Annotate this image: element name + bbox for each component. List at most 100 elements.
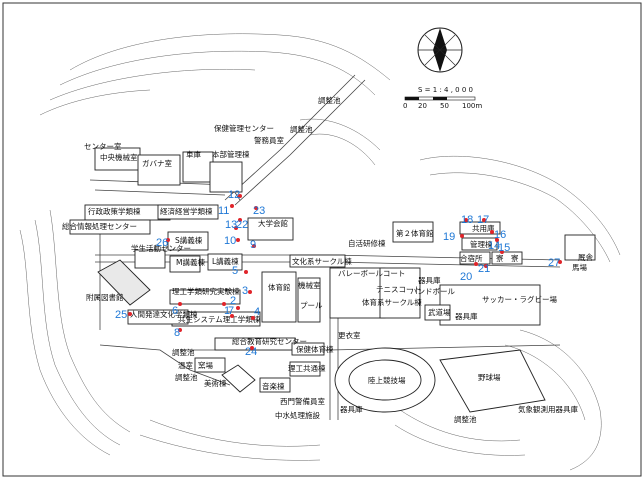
marker-dot — [222, 302, 226, 306]
marker-24[interactable]: 24 — [245, 346, 257, 358]
label-keizai: 経済経営学類棟 — [160, 206, 213, 216]
scale-ratio: S = 1 : 4 , 0 0 0 — [418, 86, 473, 94]
label-bijutsu: 美術棟 — [204, 378, 227, 388]
building-m-kogi — [169, 255, 201, 273]
marker-dot — [490, 230, 494, 234]
marker-dot — [482, 218, 486, 222]
label-hoken: 保健管理センター — [214, 123, 274, 133]
marker-dot — [236, 238, 240, 242]
marker-dot — [238, 218, 242, 222]
marker-8[interactable]: 8 — [174, 327, 180, 339]
scale-bar: S = 1 : 4 , 0 0 0 0 20 50 100m — [403, 86, 482, 110]
marker-dot — [495, 238, 499, 242]
label-taiiku-circle: 体育系サークル棟 — [362, 297, 422, 307]
building-bunka-circle — [289, 254, 346, 268]
marker-5[interactable]: 5 — [232, 265, 238, 277]
label-daigaku-kaikan: 大学会館 — [258, 218, 288, 228]
marker-dot — [484, 264, 488, 268]
label-volleyball: バレーボールコート — [338, 269, 405, 278]
building-bijutsu — [221, 364, 256, 393]
label-s-kogi: S講義棟 — [175, 235, 203, 245]
contour-lines — [19, 33, 621, 471]
building-daigaku-kaikan — [247, 217, 294, 241]
marker-26[interactable]: 26 — [156, 237, 168, 249]
label-rigaku-jikken: 理工学類研究実験棟 — [172, 286, 240, 296]
label-kigu-1: 器具庫 — [418, 275, 441, 285]
building-gabana — [137, 154, 181, 186]
marker-dot — [248, 290, 252, 294]
marker-21[interactable]: 21 — [478, 263, 490, 275]
marker-19[interactable]: 19 — [443, 231, 455, 243]
label-budo: 武道場 — [428, 307, 451, 317]
marker-23[interactable]: 23 — [253, 205, 265, 217]
label-m-kogi: M講義棟 — [176, 257, 205, 267]
label-kanri: 管理棟 — [470, 239, 493, 249]
label-gyosei: 行政政策学類棟 — [88, 206, 141, 216]
building-honbu — [209, 161, 243, 193]
label-nishimon: 西門警備員室 — [280, 396, 325, 406]
building-ningen — [127, 309, 189, 325]
building-pool — [297, 277, 321, 323]
marker-dot — [244, 270, 248, 274]
marker-dot — [558, 260, 562, 264]
building-kyusha — [564, 234, 596, 261]
label-rikujo: 陸上競技場 — [368, 375, 406, 385]
building-hoken-taiiku — [291, 342, 325, 356]
label-kisho: 気象観測用器具庫 — [518, 404, 578, 414]
marker-27[interactable]: 27 — [548, 257, 560, 269]
label-onshitsu: 温室 — [178, 360, 193, 370]
marker-2[interactable]: 2 — [230, 295, 236, 307]
label-sogo-kyoiku: 総合教育研究センター — [232, 336, 307, 346]
marker-dot — [178, 302, 182, 306]
label-kasho: 合宿所 — [460, 253, 483, 263]
marker-dot — [128, 312, 132, 316]
marker-15[interactable]: 15 — [498, 242, 510, 254]
building-kanri — [461, 237, 498, 251]
marker-17[interactable]: 17 — [477, 214, 489, 226]
marker-6[interactable]: 6 — [172, 305, 178, 317]
marker-22[interactable]: 22 — [236, 219, 248, 231]
marker-25[interactable]: 25 — [115, 309, 127, 321]
label-shako: 車庫 — [186, 149, 201, 159]
marker-dot — [254, 206, 258, 210]
marker-9[interactable]: 9 — [250, 239, 256, 251]
marker-10[interactable]: 10 — [224, 235, 236, 247]
label-choseichi-w2: 調整池 — [175, 372, 198, 382]
field-yakyu — [439, 349, 546, 413]
label-kyouyou: 共用庫 — [472, 223, 495, 233]
marker-4[interactable]: 4 — [254, 306, 260, 318]
scale-tick-50: 50 — [440, 102, 449, 110]
label-kikaishitsu: 機械室 — [298, 280, 321, 290]
label-dai2-taiikukan: 第２体育館 — [396, 228, 434, 238]
label-ongaku: 音楽棟 — [262, 381, 285, 391]
building-ongaku — [259, 377, 291, 393]
field-soccer — [439, 284, 541, 326]
marker-20[interactable]: 20 — [460, 271, 472, 283]
label-koui: 更衣室 — [338, 330, 361, 340]
marker-18[interactable]: 18 — [461, 214, 473, 226]
building-shako — [182, 151, 214, 183]
marker-13[interactable]: 13 — [225, 219, 237, 231]
building-sogo-joho — [69, 219, 151, 235]
marker-dot — [236, 306, 240, 310]
marker-7[interactable]: 7 — [228, 305, 234, 317]
building-yoryo — [491, 251, 523, 265]
marker-dot — [500, 250, 504, 254]
label-kyusha: 厩舎 — [578, 253, 593, 262]
scale-tick-0: 0 — [403, 102, 407, 110]
building-gakusei-katsudo — [134, 249, 166, 269]
marker-dot — [230, 314, 234, 318]
marker-1[interactable]: 1 — [224, 305, 230, 317]
label-yoryo: 寮 寮 — [496, 253, 519, 263]
marker-12[interactable]: 12 — [228, 189, 240, 201]
marker-14[interactable]: 14 — [488, 240, 500, 252]
label-chuo-kikai: 中央機械室 — [100, 152, 138, 162]
marker-3[interactable]: 3 — [242, 285, 248, 297]
marker-11[interactable]: 11 — [218, 205, 229, 217]
courts-tennis — [379, 267, 421, 319]
north-arrow-icon — [417, 27, 463, 73]
marker-dot — [230, 204, 234, 208]
marker-16[interactable]: 16 — [494, 229, 506, 241]
label-honbu: 本部管理棟 — [212, 149, 250, 159]
